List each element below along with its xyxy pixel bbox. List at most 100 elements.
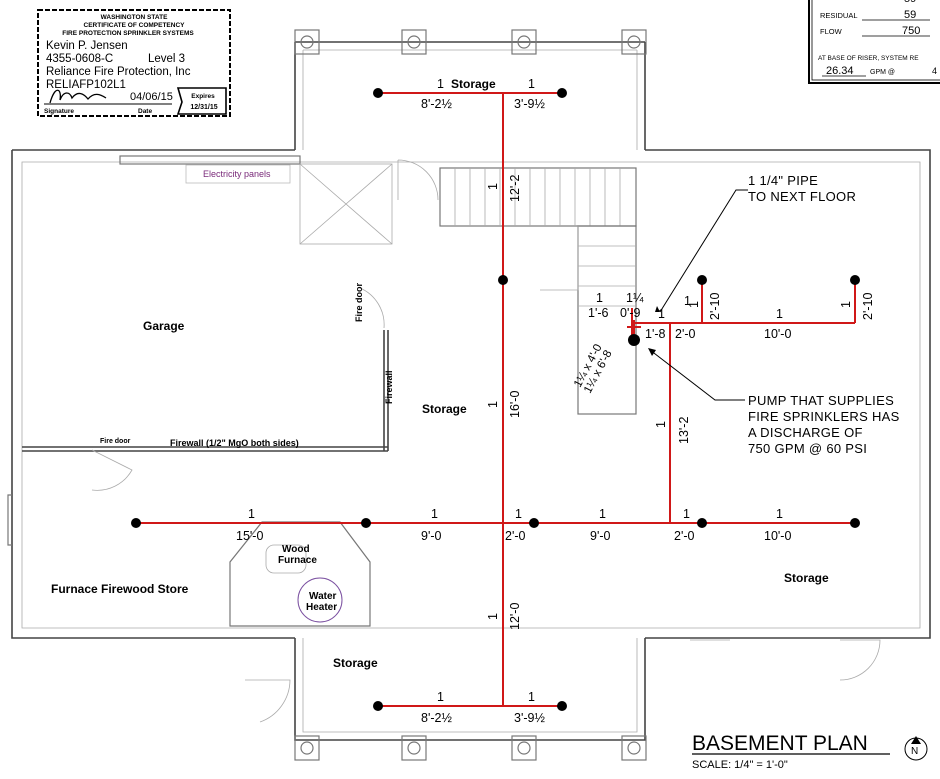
cert-expires-date: 12/31/15 bbox=[190, 104, 217, 111]
riser-upper-size: 1 bbox=[486, 183, 500, 190]
cert-expires-label: Expires bbox=[191, 93, 215, 100]
sprinkler-heads bbox=[131, 88, 860, 711]
sprinkler-head bbox=[697, 275, 707, 285]
firewall-vertical-label: Firewall bbox=[384, 370, 394, 404]
room-storage-right: Storage bbox=[784, 571, 829, 585]
north-label: N bbox=[911, 746, 918, 757]
riser-tail: 4 bbox=[932, 66, 937, 76]
water-heater-label-1: Water bbox=[309, 591, 337, 602]
pipe-note-line2: TO NEXT FLOOR bbox=[748, 189, 856, 204]
tee-fitting-icon bbox=[627, 320, 641, 334]
pump-note-line1: PUMP THAT SUPPLIES bbox=[748, 393, 894, 408]
wood-furnace-label-2: Furnace bbox=[278, 555, 317, 566]
riser-label: AT BASE OF RISER, SYSTEM RE bbox=[818, 55, 919, 62]
building-outline bbox=[7, 29, 931, 761]
cert-line3: FIRE PROTECTION SPRINKLER SYSTEMS bbox=[62, 30, 194, 37]
leader-lines bbox=[648, 189, 748, 401]
main-len-5: 2'-0 bbox=[674, 529, 695, 543]
bot-size-right: 1 bbox=[528, 690, 535, 704]
main-len-6: 10'-0 bbox=[764, 529, 791, 543]
flow-value: 750 bbox=[902, 25, 920, 37]
sprinkler-head bbox=[529, 518, 539, 528]
plan-labels: Electricity panels Fire door Firewall Fi… bbox=[100, 164, 394, 448]
main-size-4: 1 bbox=[599, 507, 606, 521]
sprinkler-head bbox=[498, 275, 508, 285]
top-size-left: 1 bbox=[437, 77, 444, 91]
flow-label: FLOW bbox=[820, 27, 843, 36]
plan-title: BASEMENT PLAN bbox=[692, 732, 868, 755]
sprinkler-head bbox=[131, 518, 141, 528]
sprinkler-head bbox=[373, 701, 383, 711]
drop-right-size: 1 bbox=[839, 301, 853, 308]
pump-icon bbox=[628, 334, 640, 346]
riser-upper-len: 12'-2 bbox=[508, 175, 522, 202]
wood-furnace-label-1: Wood bbox=[282, 544, 310, 555]
title-block: BASEMENT PLAN SCALE: 1/4" = 1'-0" N bbox=[692, 732, 928, 771]
cert-name: Kevin P. Jensen bbox=[46, 40, 128, 52]
state-outline-icon bbox=[176, 87, 227, 115]
riser-mid-len: 16'-0 bbox=[508, 391, 522, 418]
cert-company: Reliance Fire Protection, Inc bbox=[46, 66, 191, 78]
water-heater-label-2: Heater bbox=[306, 602, 337, 613]
dimension-labels: 1 1 8'-2½ 3'-9½ 1 1 8'-2½ 3'-9½ 1 1 1 1 … bbox=[236, 77, 875, 725]
main-size-1: 1 bbox=[248, 507, 255, 521]
top-len-right: 3'-9½ bbox=[514, 97, 545, 111]
cert-license: RELIAFP102L1 bbox=[46, 79, 126, 91]
cert-date: 04/06/15 bbox=[130, 91, 173, 103]
pump-note-line2: FIRE SPRINKLERS HAS bbox=[748, 409, 900, 424]
main-size-3: 1 bbox=[515, 507, 522, 521]
pump-len-b: 0'-9 bbox=[620, 306, 641, 320]
right-size-2: 1 bbox=[684, 294, 691, 308]
bot-len-right: 3'-9½ bbox=[514, 711, 545, 725]
room-garage: Garage bbox=[143, 319, 185, 333]
main-size-6: 1 bbox=[776, 507, 783, 521]
plan-scale: SCALE: 1/4" = 1'-0" bbox=[692, 759, 788, 771]
pump-size-a: 1 bbox=[596, 291, 603, 305]
notes: 1 1/4" PIPE TO NEXT FLOOR PUMP THAT SUPP… bbox=[748, 173, 900, 456]
cert-line1: WASHINGTON STATE bbox=[101, 14, 168, 21]
main-len-4: 9'-0 bbox=[590, 529, 611, 543]
firewall-note-label: Firewall (1/2" MgO both sides) bbox=[170, 438, 299, 448]
drop-left-size: 1 bbox=[687, 301, 701, 308]
riser-unit: GPM @ bbox=[870, 69, 895, 76]
sprinkler-head bbox=[361, 518, 371, 528]
room-labels: Storage Garage Storage Furnace Firewood … bbox=[51, 77, 829, 670]
riser-low-size: 1 bbox=[486, 613, 500, 620]
sprinkler-head bbox=[850, 275, 860, 285]
room-storage-top: Storage bbox=[451, 77, 496, 91]
sprinkler-head bbox=[697, 518, 707, 528]
right-len-1: 1'-8 bbox=[645, 327, 666, 341]
residual-label: RESIDUAL bbox=[820, 11, 858, 20]
electricity-panels-label: Electricity panels bbox=[203, 169, 271, 179]
main-size-2: 1 bbox=[431, 507, 438, 521]
sprinkler-piping bbox=[136, 92, 856, 707]
riser-mid-size: 1 bbox=[486, 401, 500, 408]
pump-size-b: 1¼ bbox=[626, 291, 644, 305]
main-len-1: 15'-0 bbox=[236, 529, 263, 543]
bot-len-left: 8'-2½ bbox=[421, 711, 452, 725]
riser-value: 26.34 bbox=[826, 65, 854, 77]
cert-signature-label: Signature bbox=[44, 108, 74, 115]
room-storage-bottom: Storage bbox=[333, 656, 378, 670]
vert-right-size: 1 bbox=[654, 421, 668, 428]
cert-date-label: Date bbox=[138, 108, 152, 115]
cert-level: Level 3 bbox=[148, 53, 185, 65]
vert-right-len: 13'-2 bbox=[677, 417, 691, 444]
sprinkler-head bbox=[850, 518, 860, 528]
right-size-1: 1 bbox=[658, 307, 665, 321]
drop-right-len: 2'-10 bbox=[861, 293, 875, 320]
pump-len-a: 1'-6 bbox=[588, 306, 609, 320]
sprinkler-head bbox=[557, 88, 567, 98]
signature-icon bbox=[49, 89, 107, 104]
fire-door-vertical-label: Fire door bbox=[354, 283, 364, 322]
main-size-5: 1 bbox=[683, 507, 690, 521]
cert-number: 4355-0608-C bbox=[46, 53, 113, 65]
drop-left-len: 2'-10 bbox=[708, 293, 722, 320]
room-furnace-firewood-store: Furnace Firewood Store bbox=[51, 582, 189, 596]
right-len-2: 2'-0 bbox=[675, 327, 696, 341]
main-len-3: 2'-0 bbox=[505, 529, 526, 543]
sprinkler-head bbox=[373, 88, 383, 98]
riser-low-len: 12'-0 bbox=[508, 603, 522, 630]
main-len-2: 9'-0 bbox=[421, 529, 442, 543]
